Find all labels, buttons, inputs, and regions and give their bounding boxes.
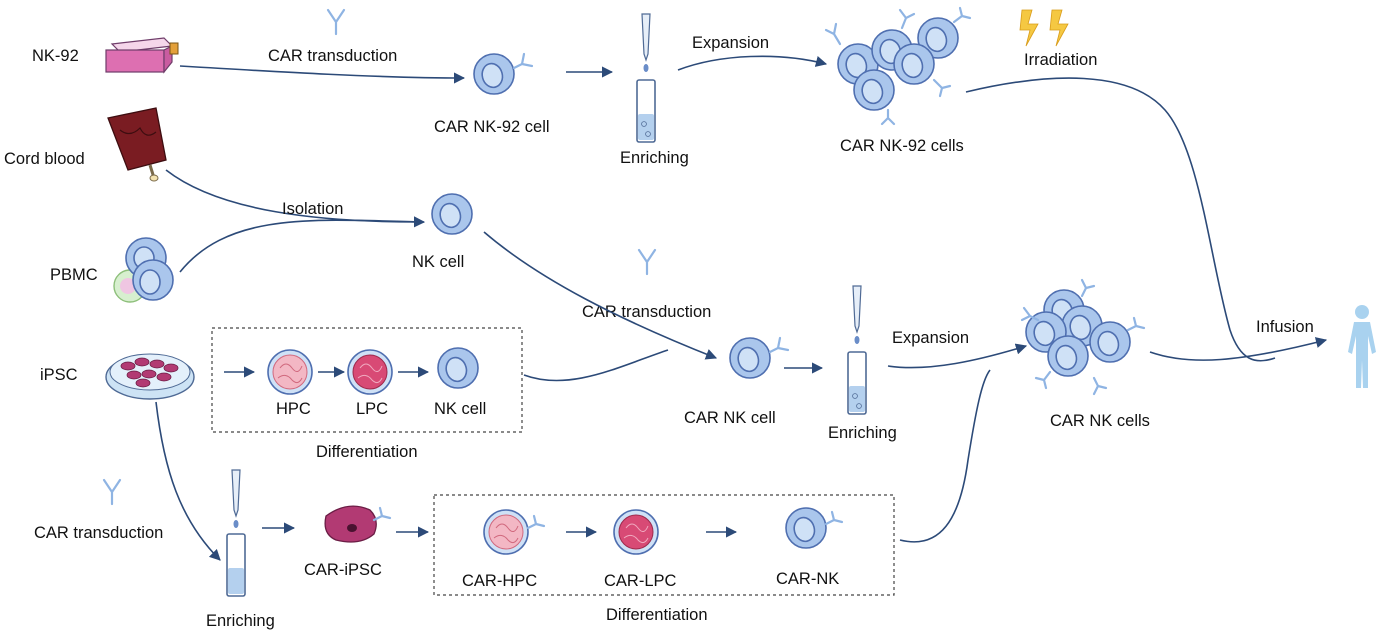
car-nk-cell-label: CAR NK cell	[684, 409, 776, 427]
middle-car-transduction-label: CAR transduction	[582, 303, 711, 321]
car-ipsc-label: CAR-iPSC	[304, 561, 382, 579]
enrichment-tube-middle-icon	[847, 285, 867, 415]
car-hpc-cell-icon	[483, 509, 546, 555]
car-nk92-cells-cluster-icon	[824, 6, 972, 126]
bottom-differentiation-caption: Differentiation	[606, 606, 708, 624]
bottom-car-transduction-label: CAR transduction	[34, 524, 163, 542]
enrichment-tube-icon	[636, 13, 656, 143]
ipsc-step-lpc: LPC	[356, 400, 388, 418]
car-lpc-cell-icon	[613, 509, 659, 555]
nk-cell-label: NK cell	[412, 253, 464, 271]
arrow-to-infusion	[1149, 337, 1328, 361]
top-car-transduction-label: CAR transduction	[268, 47, 397, 65]
irradiation-label: Irradiation	[1024, 51, 1097, 69]
infusion-label: Infusion	[1256, 318, 1314, 336]
nk-cell-icon	[431, 193, 473, 235]
ipsc-step-nk-cell: NK cell	[434, 400, 486, 418]
arrow-to-expansion-top	[677, 55, 828, 71]
bottom-step-car-lpc: CAR-LPC	[604, 572, 677, 590]
source-nk92-label: NK-92	[32, 47, 79, 65]
blood-bag-icon	[107, 107, 167, 182]
petri-dish-icon	[105, 353, 195, 400]
middle-enriching-label: Enriching	[828, 424, 897, 442]
arrow-irradiation-to-infusion	[965, 77, 1276, 362]
car-nk92-cell-icon	[473, 52, 534, 95]
car-ipsc-differentiation-box	[433, 494, 895, 596]
car-nk-derived-cell-icon	[785, 507, 844, 549]
isolation-label: Isolation	[282, 200, 343, 218]
arrow-nk-to-car-nk	[483, 231, 718, 360]
lightning-bolt-icon	[1019, 9, 1069, 47]
car-receptor-icon	[326, 8, 346, 36]
car-receptor-bottom-icon	[102, 478, 122, 506]
lpc-cell-icon	[347, 349, 393, 395]
arrow-pbmc-to-nk	[179, 216, 426, 273]
ipsc-step-hpc: HPC	[276, 400, 311, 418]
source-pbmc-label: PBMC	[50, 266, 98, 284]
arrow-ipsc-to-enriching	[155, 401, 221, 561]
top-expansion-label: Expansion	[692, 34, 769, 52]
car-nk-cells-cluster-icon	[1020, 278, 1146, 396]
bottom-enriching-label: Enriching	[206, 612, 275, 630]
bottom-step-car-hpc: CAR-HPC	[462, 572, 537, 590]
arrow-ipsc-diff-to-car-nk	[523, 349, 669, 382]
top-enriching-label: Enriching	[620, 149, 689, 167]
middle-expansion-label: Expansion	[892, 329, 969, 347]
human-silhouette-icon	[1348, 305, 1376, 388]
source-cord-blood-label: Cord blood	[4, 150, 85, 168]
source-ipsc-label: iPSC	[40, 366, 78, 384]
arrow-car-nk-to-cluster	[899, 369, 991, 543]
car-receptor-middle-icon	[637, 248, 657, 276]
arrow-to-expansion-middle	[887, 343, 1028, 369]
ipsc-differentiation-caption: Differentiation	[316, 443, 418, 461]
car-nk-cells-label: CAR NK cells	[1050, 412, 1150, 430]
bottom-step-car-nk: CAR-NK	[776, 570, 839, 588]
car-ipsc-cell-icon	[324, 505, 392, 543]
pbmc-cells-icon	[113, 237, 174, 303]
enrichment-tube-bottom-icon	[226, 469, 246, 597]
culture-flask-icon	[105, 37, 179, 74]
ipsc-differentiation-box	[211, 327, 523, 433]
ipsc-derived-nk-cell-icon	[437, 347, 479, 389]
hpc-cell-icon	[267, 349, 313, 395]
car-nk-cell-icon	[729, 336, 790, 379]
car-nk92-cells-label: CAR NK-92 cells	[840, 137, 964, 155]
car-nk92-cell-label: CAR NK-92 cell	[434, 118, 550, 136]
arrow-nk92-to-car-cell	[179, 65, 466, 84]
